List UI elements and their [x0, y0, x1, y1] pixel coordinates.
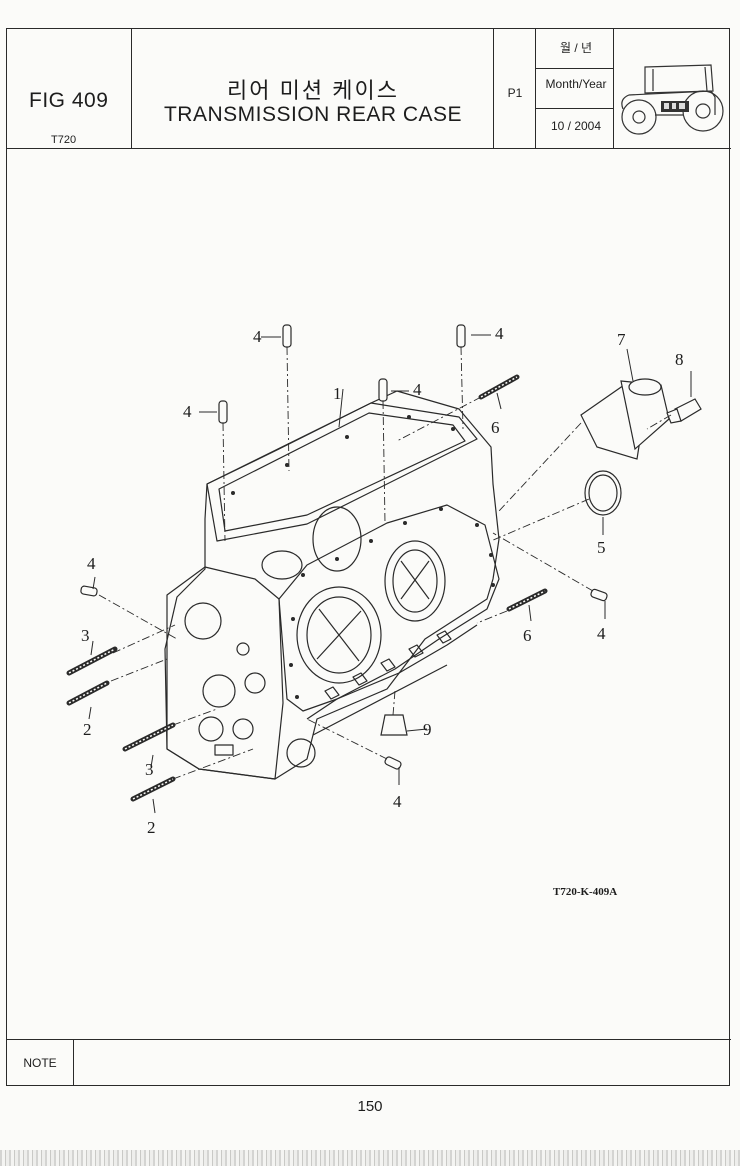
scan-edge [0, 1150, 740, 1166]
callout-1: 1 [333, 384, 342, 403]
dowel-pin [378, 378, 388, 402]
callout-3: 3 [145, 760, 154, 779]
dowel-pin [384, 756, 402, 770]
callout-4: 4 [253, 327, 262, 346]
header-divider [131, 29, 132, 148]
dowel-pin [456, 324, 466, 348]
date-header-english: Month/Year [545, 77, 607, 91]
callout-2: 2 [147, 818, 156, 837]
page-number: 150 [357, 1098, 383, 1115]
note-row: NOTE [7, 1039, 731, 1086]
date-value: 10 / 2004 [550, 119, 602, 133]
callout-4: 4 [183, 402, 192, 421]
callout-8: 8 [675, 350, 684, 369]
title-korean: 리어 미션 케이스 [227, 78, 399, 103]
dowel-pin [218, 400, 228, 424]
header-divider [535, 108, 613, 109]
figure-number: FIG 409 [29, 89, 109, 112]
callout-4: 4 [87, 554, 96, 573]
header-divider [613, 29, 614, 148]
callout-6: 6 [523, 626, 532, 645]
header-divider [535, 68, 613, 69]
callout-4: 4 [495, 324, 504, 343]
stud-bolt [130, 776, 176, 802]
tractor-icon [621, 64, 724, 135]
callout-4: 4 [597, 624, 606, 643]
callout-4: 4 [413, 380, 422, 399]
callout-3: 3 [81, 626, 90, 645]
callout-2: 2 [83, 720, 92, 739]
callout-5: 5 [597, 538, 606, 557]
date-header-korean: 월 / 년 [559, 41, 593, 55]
note-label: NOTE [7, 1040, 74, 1086]
exploded-diagram: 4 4 4 4 4 4 4 1 2 2 3 3 5 6 6 7 8 9 [66, 324, 702, 837]
plug [380, 714, 408, 736]
drawing-code: T720-K-409A [553, 886, 618, 898]
page-code: P1 [507, 86, 523, 100]
callout-9: 9 [423, 720, 432, 739]
callout-6: 6 [491, 418, 500, 437]
dowel-pin [590, 588, 608, 602]
model-code: T720 [51, 134, 77, 146]
title-english: TRANSMISSION REAR CASE [163, 103, 463, 126]
callout-7: 7 [617, 330, 626, 349]
header-divider [535, 29, 536, 148]
header: FIG 409 T720 리어 미션 케이스 TRANSMISSION REAR… [7, 29, 731, 149]
dowel-pin [80, 585, 98, 597]
callout-4: 4 [393, 792, 402, 811]
parts-sheet: FIG 409 T720 리어 미션 케이스 TRANSMISSION REAR… [6, 28, 731, 1086]
header-divider [493, 29, 494, 148]
dowel-pin [282, 324, 292, 348]
